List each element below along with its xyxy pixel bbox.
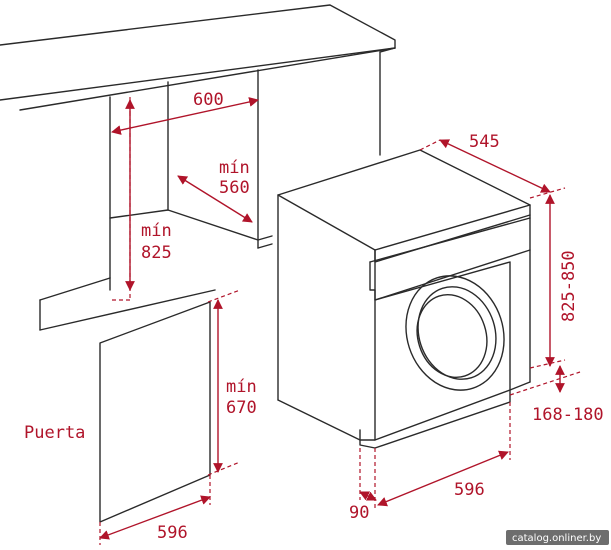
label-machine-depth: 545: [469, 132, 500, 152]
dim-machine-width: [377, 450, 509, 507]
dim-niche-depth: [177, 175, 253, 223]
label-door-offset: 90: [349, 503, 369, 523]
extension-lines: [99, 97, 581, 545]
dim-door-offset: [359, 491, 377, 501]
dim-door-width: [99, 495, 211, 540]
label-machine-height: 825-850: [559, 250, 579, 322]
dim-niche-width: [111, 97, 259, 135]
washing-machine: [277, 149, 531, 449]
label-plinth-height: 168-180: [532, 405, 604, 425]
watermark: catalog.onliner.by: [512, 533, 601, 544]
label-niche-height: 825: [141, 243, 172, 263]
label-niche-depth-min: mín: [219, 158, 250, 178]
label-door-height: 670: [226, 398, 257, 418]
label-door-width: 596: [157, 523, 188, 543]
label-door-height-min: mín: [226, 377, 257, 397]
porthole-door: [405, 275, 505, 391]
label-door: Puerta: [24, 423, 85, 443]
dim-machine-depth: [439, 139, 551, 193]
label-niche-depth: 560: [219, 178, 250, 198]
watermark-background: [506, 530, 609, 545]
door-panel: [99, 301, 211, 523]
label-niche-height-min: mín: [141, 221, 172, 241]
label-niche-width: 600: [193, 90, 224, 110]
countertop: [0, 4, 396, 111]
dimension-lines: [99, 97, 565, 540]
label-machine-width: 596: [454, 480, 485, 500]
